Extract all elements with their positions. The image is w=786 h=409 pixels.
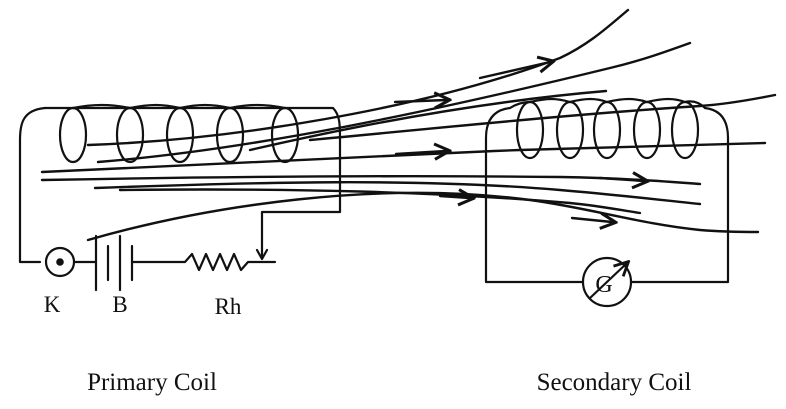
- field-line-6-arrow: [598, 178, 644, 181]
- primary-coil: [58, 103, 300, 164]
- primary-components: [44, 234, 277, 292]
- field-line-1-arrow: [478, 62, 550, 80]
- primary-coil-top: [71, 103, 287, 110]
- field-line-1: [86, 8, 630, 147]
- primary-left-wire: [18, 106, 47, 264]
- primary-turn-2: [115, 106, 145, 164]
- rheostat-slider: [255, 248, 269, 261]
- field-line-2: [96, 41, 692, 164]
- primary-right-wire: [43, 106, 342, 260]
- galvanometer-needle: [588, 264, 626, 300]
- field-line-3: [248, 89, 608, 152]
- key-dot: [56, 258, 64, 266]
- field-line-7: [93, 181, 702, 206]
- field-line-4: [308, 93, 777, 142]
- key-label: K: [44, 292, 61, 317]
- field-line-8-arrow: [438, 196, 470, 198]
- secondary-turn-3: [592, 100, 622, 160]
- secondary-turn-5: [670, 100, 700, 160]
- primary-coil-caption: Primary Coil: [87, 369, 217, 396]
- primary-turn-1: [58, 106, 88, 164]
- secondary-left-wire: [484, 106, 584, 284]
- field-line-3-arrow: [393, 100, 446, 102]
- field-line-9: [86, 191, 760, 242]
- galvanometer-symbol: [581, 256, 633, 308]
- battery-label: B: [112, 292, 127, 317]
- field-lines: [40, 8, 777, 242]
- rheostat-label: Rh: [215, 294, 242, 319]
- field-line-5-arrow: [394, 151, 446, 154]
- primary-circuit: [18, 106, 342, 264]
- secondary-coil-caption: Secondary Coil: [537, 369, 692, 396]
- galvanometer-label: G: [595, 272, 612, 298]
- rheostat-coil: [130, 252, 277, 272]
- field-line-5: [40, 141, 767, 174]
- secondary-coil: [508, 97, 707, 160]
- secondary-coil-top: [508, 97, 707, 110]
- field-line-8b-arrow: [570, 218, 612, 222]
- secondary-right-wire: [630, 106, 730, 284]
